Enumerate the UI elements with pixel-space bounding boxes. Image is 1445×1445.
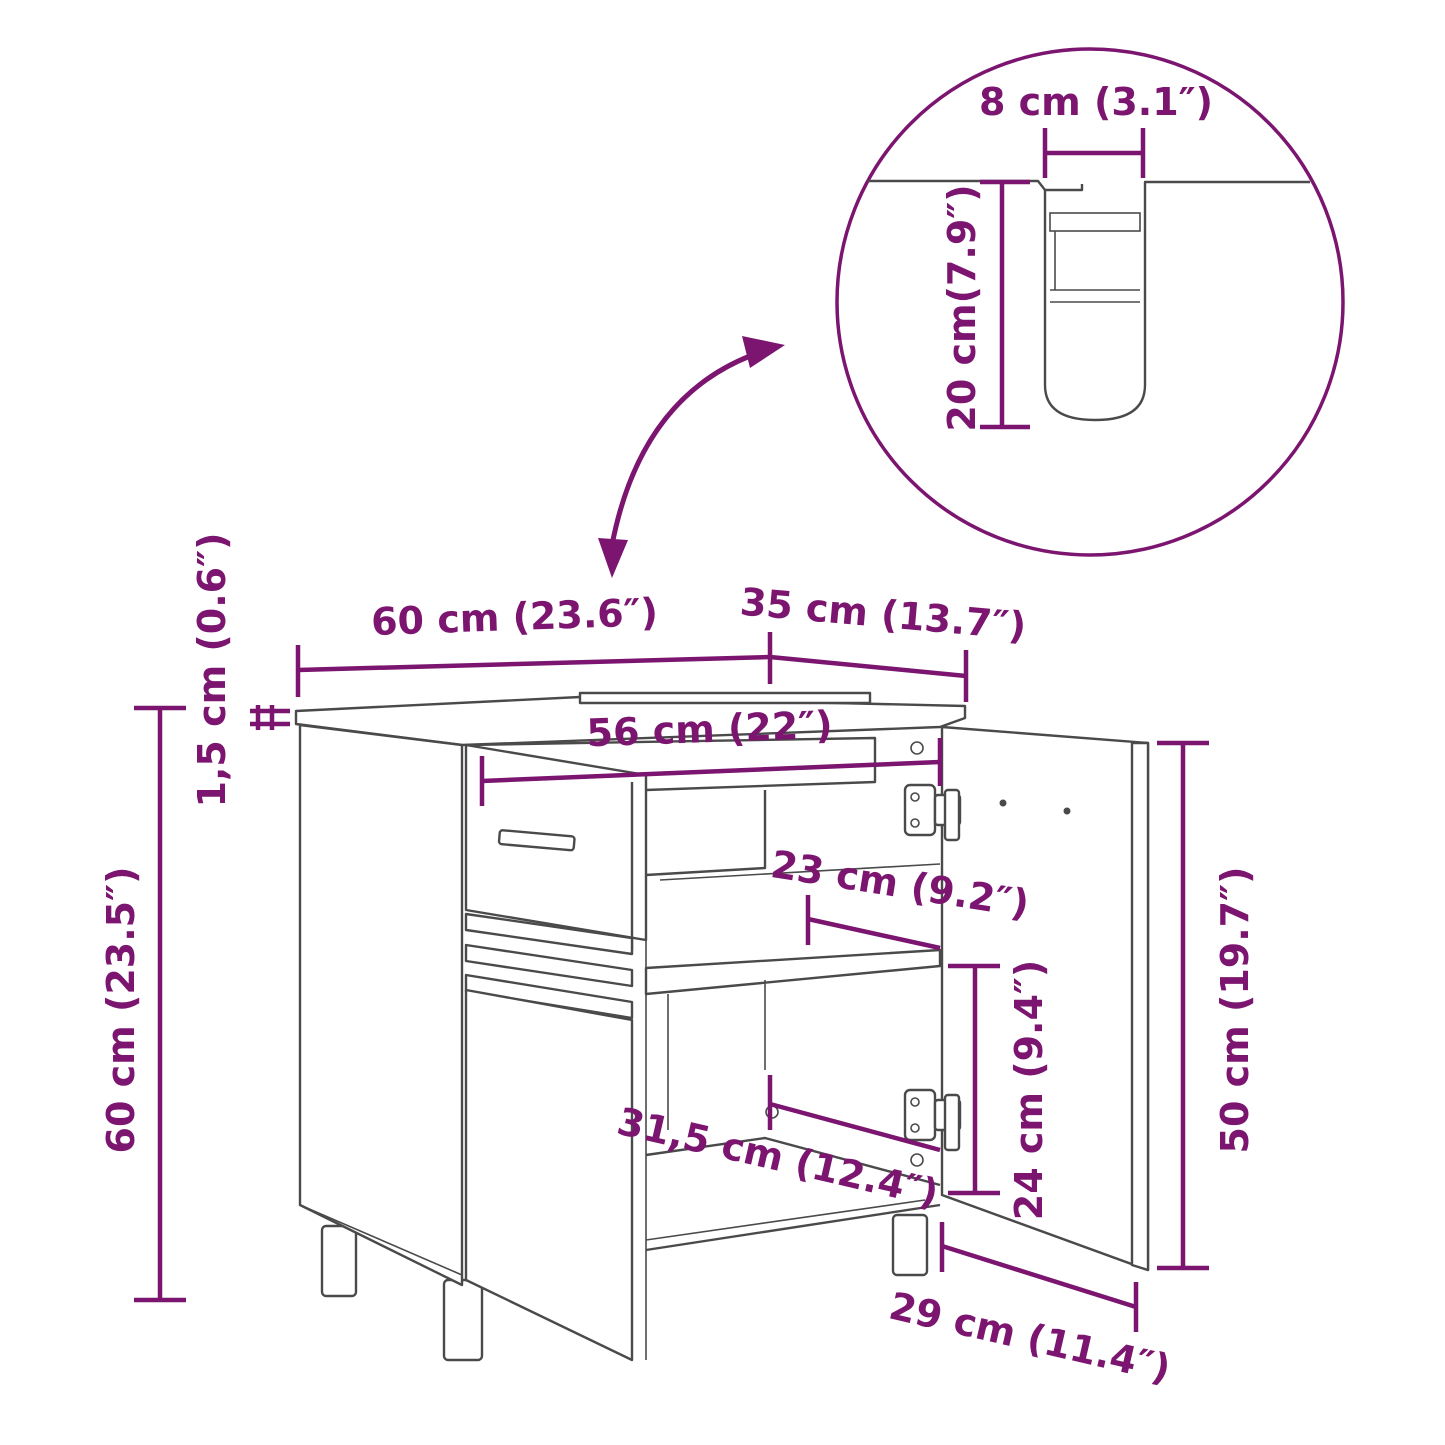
zoom-arrow (598, 336, 785, 578)
label-top-thickness: 1,5 cm (0.6″) (190, 533, 234, 808)
cabinet-drawing (294, 691, 1150, 1362)
hinge-bottom (903, 1088, 962, 1152)
hinge-top (903, 783, 962, 842)
label-door-height: 50 cm (19.7″) (1213, 867, 1257, 1154)
label-width-top: 60 cm (23.6″) (370, 590, 658, 644)
drawer-handle (497, 829, 576, 852)
label-inner-depth: 31,5 cm (12.4″) (613, 1099, 942, 1216)
cabinet-leg-back (320, 1224, 358, 1298)
cutout-slot (1043, 180, 1310, 422)
cabinet-shelf (644, 948, 942, 996)
cabinet-leg-back-right (891, 1213, 929, 1277)
label-drawer-width: 56 cm (22″) (586, 703, 833, 756)
label-depth-top: 35 cm (13.7″) (738, 580, 1028, 649)
top-cutout (578, 691, 872, 705)
dimension-lines (134, 128, 1209, 1332)
label-door-width: 29 cm (11.4″) (885, 1284, 1174, 1391)
left-door (464, 988, 634, 1362)
door-hole (999, 799, 1007, 807)
cutout-detail (835, 47, 1345, 557)
cabinet-bottom (645, 1203, 941, 1252)
door-hole (1063, 807, 1071, 815)
label-total-height: 60 cm (23.5″) (99, 867, 143, 1154)
cabinet-leg-front (442, 1278, 484, 1362)
label-cutout-width: 8 cm (3.1″) (979, 80, 1213, 124)
label-cutout-height: 20 cm(7.9″) (940, 184, 984, 431)
cabinet-side-panel (298, 723, 464, 1287)
label-shelf-clearance: 24 cm (9.4″) (1007, 960, 1051, 1221)
